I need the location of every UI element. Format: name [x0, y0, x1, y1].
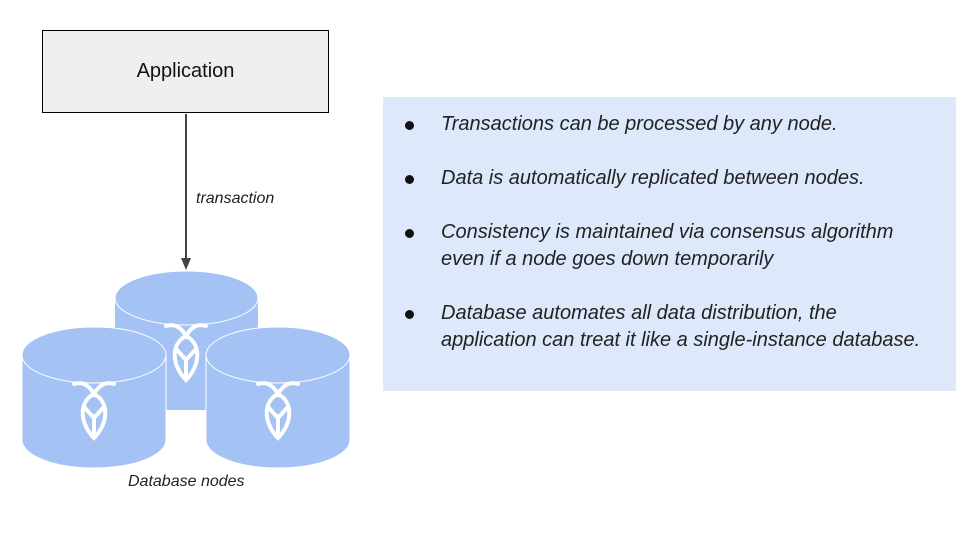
bullet-text: Consistency is maintained via consensus …: [441, 221, 894, 270]
transaction-arrow-head: [181, 258, 191, 270]
bullet-item: Database automates all data distribution…: [403, 300, 936, 354]
bullet-dot-icon: [405, 175, 414, 184]
bullet-item: Consistency is maintained via consensus …: [403, 219, 936, 273]
application-label: Application: [136, 60, 235, 82]
bullet-dot-icon: [405, 121, 414, 130]
bullet-text: Transactions can be processed by any nod…: [441, 113, 838, 135]
bullet-item: Data is automatically replicated between…: [403, 165, 936, 192]
info-panel: Transactions can be processed by any nod…: [383, 97, 956, 391]
bullet-text: Database automates all data distribution…: [441, 302, 921, 351]
database-nodes-label: Database nodes: [128, 473, 245, 490]
transaction-label: transaction: [196, 190, 275, 207]
bullet-dot-icon: [405, 229, 414, 238]
bullet-dot-icon: [405, 310, 414, 319]
bullet-item: Transactions can be processed by any nod…: [403, 111, 936, 138]
bullet-text: Data is automatically replicated between…: [441, 167, 865, 189]
application-box: Application: [42, 30, 329, 113]
database-node-right: [205, 326, 351, 469]
database-node-left: [21, 326, 167, 469]
